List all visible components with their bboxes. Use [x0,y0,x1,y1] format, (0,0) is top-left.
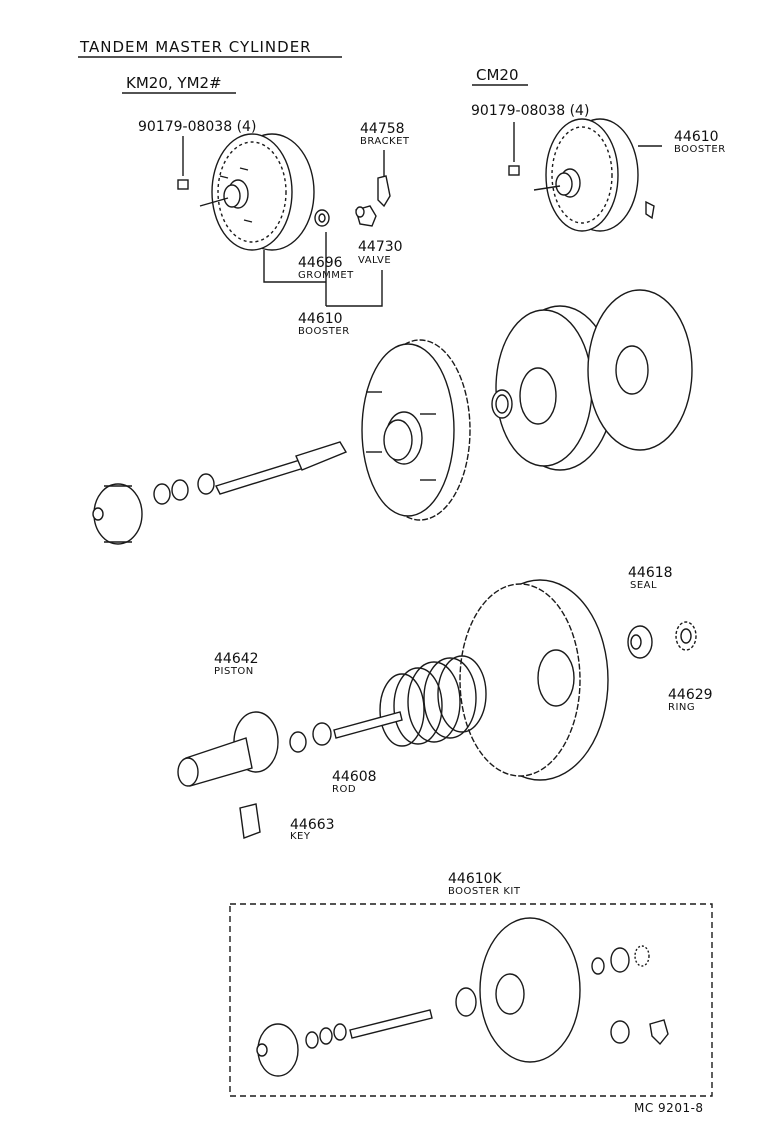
valve-name: VALVE [358,255,392,266]
diaphragm-drawing [491,305,615,471]
model-left-label: KM20, YM2# [126,74,222,92]
bracket-number: 44758 [360,121,405,137]
nut-left-drawing [177,136,189,190]
front-shell-drawing [361,339,471,521]
key-name: KEY [290,831,311,842]
nut-right-drawing [508,122,520,176]
ring-name: RING [668,702,696,713]
booster-kit-number: 44610K [448,871,502,887]
booster-kit-name: BOOSTER KIT [448,886,521,897]
seal-drawing [627,625,653,659]
nut-left-number: 90179-08038 (4) [138,119,257,135]
key-drawing [239,803,261,839]
bracket-drawing [377,150,391,208]
nut-right-number: 90179-08038 (4) [471,103,590,119]
booster-right-name: BOOSTER [674,144,726,155]
ring-number: 44629 [668,687,713,703]
grommet-drawing [314,209,330,227]
ring-drawing [675,621,697,651]
booster-left-name: BOOSTER [298,326,350,337]
spring-drawing [379,655,487,747]
booster-kit-box [229,903,713,1097]
rear-plate-drawing [587,289,693,451]
piston-number: 44642 [214,651,259,667]
piston-name: PISTON [214,666,254,677]
booster-left-drawing [199,133,315,251]
grommet-number: 44696 [298,255,343,271]
model-right-label: CM20 [476,66,519,84]
reference-code: MC 9201-8 [634,1101,704,1115]
seal-number: 44618 [628,565,673,581]
key-number: 44663 [290,817,335,833]
seal-name: SEAL [630,580,658,591]
booster-right-number: 44610 [674,129,719,145]
bracket-name: BRACKET [360,136,410,147]
valve-number: 44730 [358,239,403,255]
rod-number: 44608 [332,769,377,785]
diagram-title: TANDEM MASTER CYLINDER [80,38,312,56]
piston-drawing [177,711,332,787]
booster-left-number: 44610 [298,311,343,327]
rod-drawing [333,711,403,739]
rod-name: ROD [332,784,357,795]
grommet-name: GROMMET [298,270,354,281]
booster-right-drawing [533,118,662,232]
rear-shell-drawing [459,579,609,781]
push-rod-drawing [92,441,348,545]
valve-drawing [355,205,377,227]
booster-kit-drawing [256,917,669,1077]
